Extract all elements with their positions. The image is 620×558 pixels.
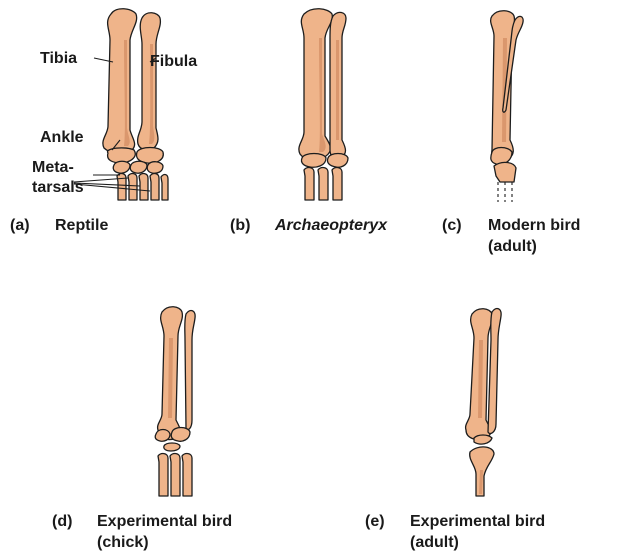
modern-bird-tarsometatarsus (494, 162, 516, 182)
metatarsals-label-line1: Meta- (32, 159, 74, 176)
caption-e-letter: (e) (365, 513, 385, 530)
reptile-fibula (138, 13, 161, 150)
panel-a-reptile-leg (74, 9, 168, 200)
caption-d-letter: (d) (52, 513, 72, 530)
chick-fibula (185, 311, 195, 430)
metatarsals-label-line2: tarsals (32, 179, 84, 196)
caption-e-title: Experimental bird (410, 513, 545, 530)
archaeopteryx-ankle-bone (301, 154, 326, 168)
fibula-label: Fibula (150, 53, 197, 70)
archaeopteryx-metatarsals (304, 168, 342, 200)
reptile-ankle-bone (130, 161, 147, 173)
caption-d-title: Experimental bird (97, 513, 232, 530)
caption-e-subtitle: (adult) (410, 534, 459, 551)
panel-c-modern-bird-leg (491, 11, 524, 202)
experimental-adult-ankle-bone (474, 435, 492, 444)
panel-d-experimental-chick-leg (155, 307, 195, 496)
reptile-metatarsals (117, 174, 168, 200)
caption-c-letter: (c) (442, 217, 462, 234)
modern-bird-ankle-bone (491, 148, 512, 165)
archaeopteryx-tibia (299, 9, 332, 160)
chick-metatarsals (158, 454, 192, 496)
archaeopteryx-ankle-bone (327, 154, 348, 168)
ankle-label: Ankle (40, 129, 84, 146)
caption-a-title: Reptile (55, 217, 108, 234)
chick-ankle-bone (155, 430, 170, 442)
caption-d-subtitle: (chick) (97, 534, 149, 551)
caption-c-title: Modern bird (488, 217, 580, 234)
reptile-ankle-bone (113, 161, 130, 173)
caption-a-letter: (a) (10, 217, 30, 234)
chick-ankle-bone (171, 428, 190, 442)
reptile-tibia (103, 9, 137, 153)
panel-b-archaeopteryx-leg (299, 9, 348, 200)
tibia-label: Tibia (40, 50, 77, 67)
chick-ankle-bone (164, 443, 180, 451)
caption-b-letter: (b) (230, 217, 250, 234)
caption-b-title: Archaeopteryx (274, 217, 388, 234)
reptile-ankle-bone (147, 162, 163, 174)
panel-e-experimental-adult-leg (466, 309, 502, 496)
caption-c-subtitle: (adult) (488, 238, 537, 255)
